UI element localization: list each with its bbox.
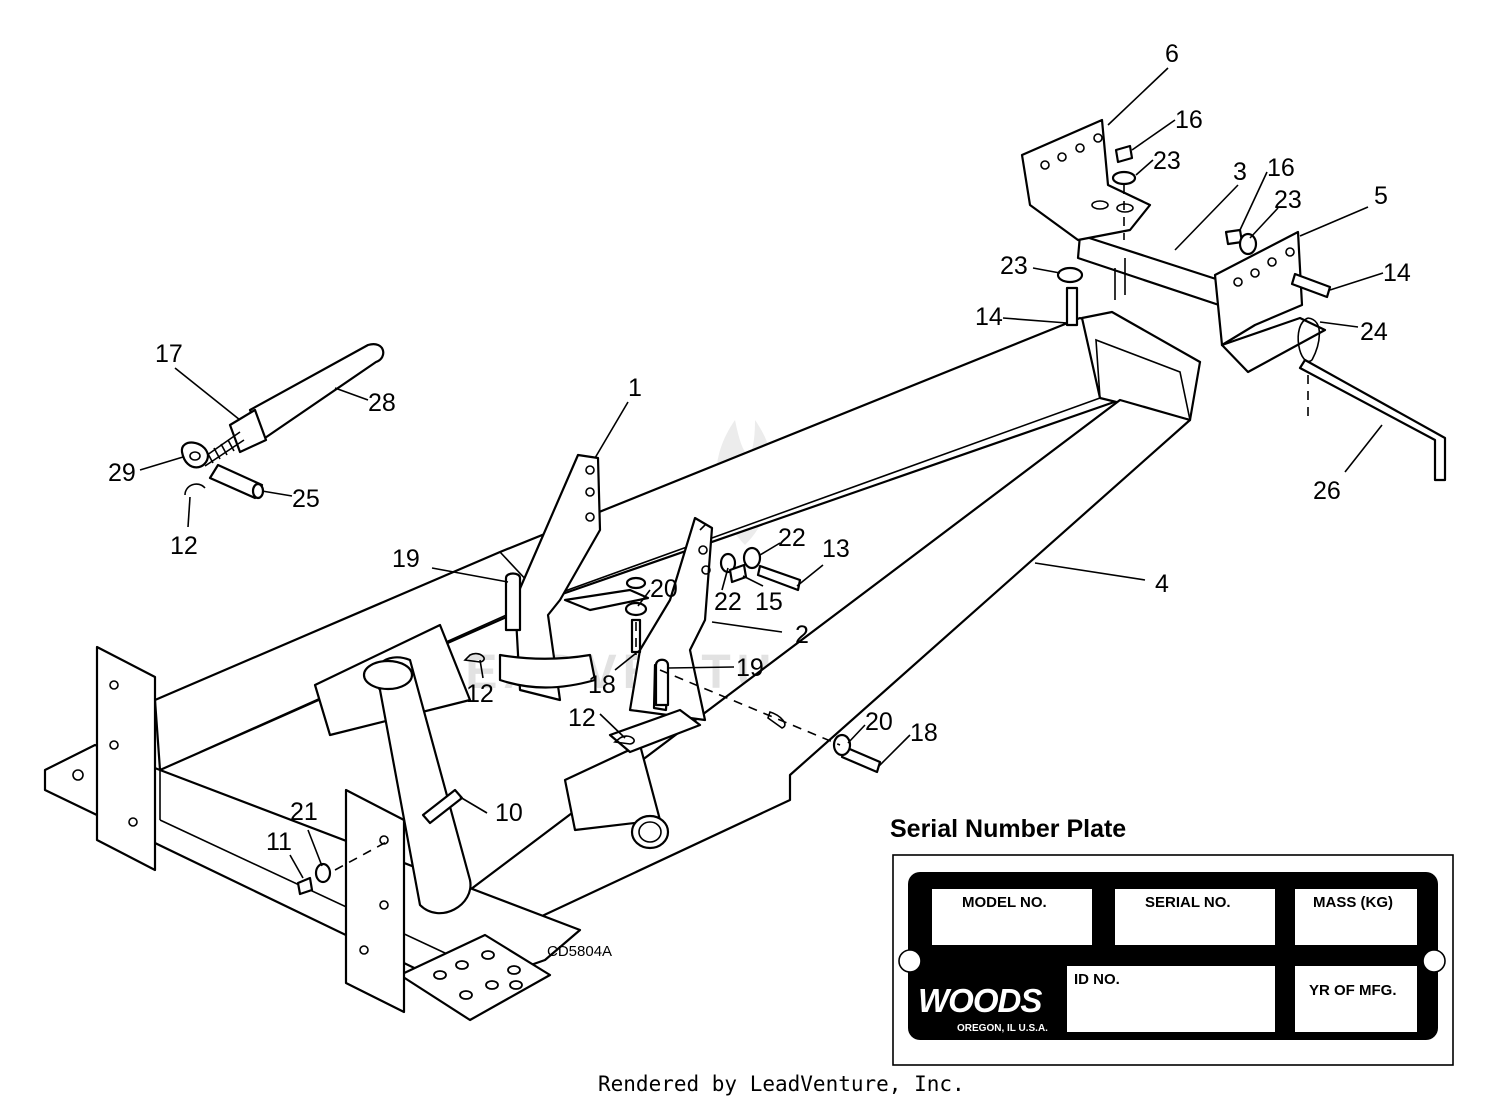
callout-26: 26 <box>1313 477 1341 505</box>
plate-hole-right <box>1422 949 1446 973</box>
callout-23-c: 23 <box>1000 252 1028 280</box>
callout-25: 25 <box>292 485 320 513</box>
bracket-1 <box>498 453 650 702</box>
credit-line: Rendered by LeadVenture, Inc. <box>598 1072 965 1096</box>
model-box <box>932 889 1092 945</box>
callout-21: 21 <box>290 798 318 826</box>
diagram-code: CD5804A <box>547 943 612 960</box>
callout-22-a: 22 <box>778 524 806 552</box>
callout-19-a: 19 <box>392 545 420 573</box>
mass-box <box>1295 889 1417 945</box>
callout-14-b: 14 <box>975 303 1003 331</box>
callout-23-a: 23 <box>1153 147 1181 175</box>
pin-25 <box>184 463 265 500</box>
callout-3: 3 <box>1233 158 1247 186</box>
callout-17: 17 <box>155 340 183 368</box>
plate-hole-left <box>898 949 922 973</box>
serial-label: SERIAL NO. <box>1145 894 1231 911</box>
callout-19-b: 19 <box>736 654 764 682</box>
leader-lines <box>139 67 1384 879</box>
callout-1: 1 <box>628 374 642 402</box>
callout-14-a: 14 <box>1383 259 1411 287</box>
callouts: 1 2 3 4 5 6 10 11 12 12 12 13 14 14 15 1… <box>108 40 1411 856</box>
year-box <box>1295 966 1417 1032</box>
mass-label: MASS (KG) <box>1313 894 1393 911</box>
callout-11: 11 <box>266 828 292 856</box>
callout-2: 2 <box>795 621 809 649</box>
callout-12-c: 12 <box>568 704 596 732</box>
callout-16-a: 16 <box>1175 106 1203 134</box>
callout-12-a: 12 <box>170 532 198 560</box>
callout-24: 24 <box>1360 318 1388 346</box>
callout-28: 28 <box>368 389 396 417</box>
callout-29: 29 <box>108 459 136 487</box>
pin-26 <box>1297 317 1447 482</box>
brand-logo: WOODS <box>918 982 1042 1019</box>
callout-18-a: 18 <box>588 671 616 699</box>
year-label: YR OF MFG. <box>1309 982 1397 999</box>
callout-4: 4 <box>1155 570 1169 598</box>
callout-13: 13 <box>822 535 850 563</box>
callout-15: 15 <box>755 588 783 616</box>
callout-23-b: 23 <box>1274 186 1302 214</box>
callout-22-b: 22 <box>714 588 742 616</box>
model-label: MODEL NO. <box>962 894 1047 911</box>
hardware <box>296 144 1332 896</box>
brand-location: OREGON, IL U.S.A. <box>957 1023 1048 1034</box>
callout-12-b: 12 <box>466 680 494 708</box>
callout-10: 10 <box>495 799 523 827</box>
id-label: ID NO. <box>1074 971 1120 988</box>
main-frame <box>43 310 1202 1022</box>
callout-6: 6 <box>1165 40 1179 68</box>
serial-number-plate: Serial Number Plate MODEL NO. SERIAL NO.… <box>890 815 1454 1066</box>
callout-16-b: 16 <box>1267 154 1295 182</box>
bracket-6 <box>1020 118 1152 242</box>
serial-box <box>1115 889 1275 945</box>
callout-5: 5 <box>1374 182 1388 210</box>
bracket-2 <box>608 516 714 754</box>
callout-20-a: 20 <box>650 575 678 603</box>
plate-title: Serial Number Plate <box>890 815 1126 843</box>
callout-20-b: 20 <box>865 708 893 736</box>
id-box <box>1067 966 1275 1032</box>
callout-18-b: 18 <box>910 719 938 747</box>
pin-28 <box>180 343 385 469</box>
bracket-5 <box>1213 230 1327 374</box>
